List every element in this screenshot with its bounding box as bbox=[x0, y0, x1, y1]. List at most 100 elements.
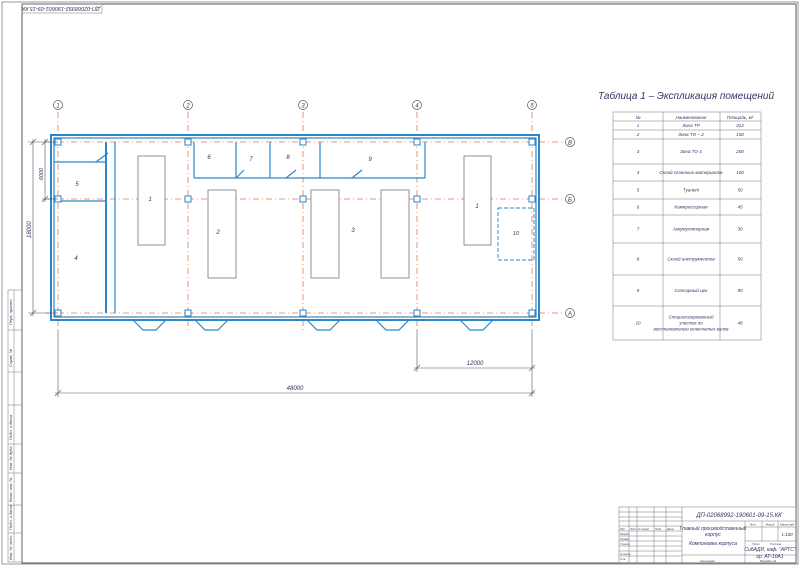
svg-text:3: 3 bbox=[301, 104, 305, 110]
axis-marker-A bbox=[565, 308, 575, 318]
room-labels: 1 1 2 3 4 5 6 7 8 9 10 bbox=[74, 155, 520, 262]
axis-markers: 1 2 3 4 5 В Б А bbox=[53, 100, 575, 318]
axis-marker-B bbox=[565, 194, 575, 204]
table-row-name: Туалет bbox=[683, 188, 700, 193]
svg-text:1: 1 bbox=[56, 104, 59, 110]
axis-marker-4 bbox=[412, 100, 422, 110]
table-row-area: 48 bbox=[737, 321, 743, 326]
dim-48000: 48000 bbox=[287, 386, 304, 392]
vehicle-zone3-a bbox=[310, 189, 340, 279]
tb-scale: 1:100 bbox=[781, 532, 793, 537]
side-strip: Перв. примен. Справ. № Подп. и дата Инв.… bbox=[7, 289, 23, 563]
svg-text:5: 5 bbox=[530, 104, 534, 110]
tb-h-lit: Лит. bbox=[748, 523, 756, 527]
room-label-1b: 1 bbox=[475, 204, 478, 210]
building-walls bbox=[50, 134, 540, 321]
axis-marker-3 bbox=[298, 100, 308, 110]
room-label-3: 3 bbox=[351, 228, 355, 234]
table-row-n: 6 bbox=[637, 205, 640, 210]
dim-12000: 12000 bbox=[467, 361, 484, 367]
table-row-area: 100 bbox=[736, 170, 744, 175]
side-label-2: Подп. и дата bbox=[8, 414, 13, 440]
table-row-name: Зона ТО – 2 bbox=[678, 132, 704, 137]
tb-label-utv: Утв. bbox=[620, 557, 626, 561]
tb-org-1: СибАДИ, каф. "АРТС" bbox=[744, 547, 795, 553]
side-label-4: Взам. инв. № bbox=[8, 477, 13, 502]
tb-h-scale: Масштаб bbox=[780, 523, 794, 527]
tb-label-razrab: Разраб. bbox=[620, 532, 630, 536]
tb-title-2: корпус bbox=[705, 532, 721, 538]
table-row-name: Склад сезонных материалов bbox=[659, 170, 723, 175]
table-row-n: 7 bbox=[637, 227, 640, 232]
table-row-name: Склад инструментов bbox=[667, 257, 715, 262]
axis-marker-2 bbox=[183, 100, 193, 110]
side-label-0: Перв. примен. bbox=[8, 298, 13, 325]
stamp-text: ДП-02068992-190601-09-15.КК bbox=[21, 5, 101, 11]
table-row-n: 2 bbox=[636, 132, 640, 137]
vehicle-zone2 bbox=[207, 189, 237, 279]
table-row-area: 150 bbox=[736, 132, 744, 137]
th-n: № bbox=[636, 115, 641, 120]
tb-h-mass: Масса bbox=[766, 523, 775, 527]
dimensions: 48000 12000 18000 6000 bbox=[27, 138, 536, 397]
vehicle-zone1-left bbox=[137, 155, 166, 246]
tb-label-tkontr: Т.контр. bbox=[620, 542, 631, 546]
table-row-n: 10 bbox=[635, 321, 641, 326]
table-row-area: 90 bbox=[737, 288, 743, 293]
table-row-n: 8 bbox=[637, 257, 640, 262]
vehicle-zone1-right bbox=[463, 155, 492, 246]
tb-label-ndoc: № докум. bbox=[638, 527, 650, 531]
title-block: ДП-02068992-190601-09-15.КК Главный прои… bbox=[618, 506, 797, 564]
table-row-area: 200 bbox=[735, 149, 744, 154]
table-row-area: 50 bbox=[737, 188, 743, 193]
tb-label-prover: Провер. bbox=[620, 537, 630, 541]
tb-title-1: Главный производственный bbox=[680, 525, 747, 532]
table-row-name: Зона ТР bbox=[682, 123, 701, 128]
vehicle-zone3-b bbox=[380, 189, 410, 279]
table-row-name: Компрессорная bbox=[674, 205, 708, 210]
svg-text:А: А bbox=[567, 312, 572, 318]
tb-label-podp: Подп. bbox=[655, 527, 662, 531]
columns bbox=[54, 138, 536, 317]
tb-label-izm: Изм. bbox=[620, 527, 626, 531]
dim-18000: 18000 bbox=[27, 221, 33, 238]
table-row-area: 30 bbox=[737, 227, 743, 232]
axis-marker-1 bbox=[53, 100, 63, 110]
tb-h-list: Лист bbox=[751, 542, 760, 546]
side-label-1: Справ. № bbox=[8, 348, 13, 367]
table-row-n: 9 bbox=[637, 288, 640, 293]
room-label-2: 2 bbox=[215, 230, 220, 236]
svg-text:4: 4 bbox=[415, 104, 419, 110]
room-label-1a: 1 bbox=[148, 197, 151, 203]
table-row-n: 5 bbox=[637, 188, 640, 193]
table-row-n: 4 bbox=[637, 170, 640, 175]
table-row-n: 1 bbox=[637, 123, 640, 128]
axis-marker-V bbox=[565, 137, 575, 147]
th-name: Наименование bbox=[675, 115, 707, 120]
dim-6000: 6000 bbox=[39, 167, 45, 180]
table-row-name: Зона ТО-1 bbox=[680, 149, 703, 154]
svg-text:2: 2 bbox=[185, 104, 190, 110]
table-row-name: Слесарный цех bbox=[675, 287, 709, 293]
tb-label-nkontr: Н.контр. bbox=[620, 552, 631, 556]
axis-marker-5 bbox=[527, 100, 537, 110]
tb-copied: Копировал bbox=[700, 559, 715, 563]
room-label-10: 10 bbox=[513, 231, 520, 237]
tb-title-3: Компоновка корпуса bbox=[689, 541, 737, 547]
room-10-outline bbox=[497, 207, 535, 261]
room-label-4: 4 bbox=[74, 256, 78, 262]
tb-code: ДП-02068992-190601-09-15.КК bbox=[695, 513, 782, 519]
tb-label-list: Лист bbox=[629, 527, 638, 531]
tb-label-date: Дата bbox=[666, 527, 674, 531]
room-label-9: 9 bbox=[368, 157, 372, 163]
tb-org-2: гр. АТ-10А1 bbox=[756, 554, 783, 560]
room-label-6: 6 bbox=[207, 155, 211, 161]
table-row-n: 3 bbox=[637, 149, 640, 154]
tb-format: Формат A1 bbox=[760, 559, 777, 563]
room-label-8: 8 bbox=[286, 155, 290, 161]
vehicles bbox=[137, 155, 492, 279]
table-title: Таблица 1 – Экспликация помещений bbox=[598, 90, 774, 102]
